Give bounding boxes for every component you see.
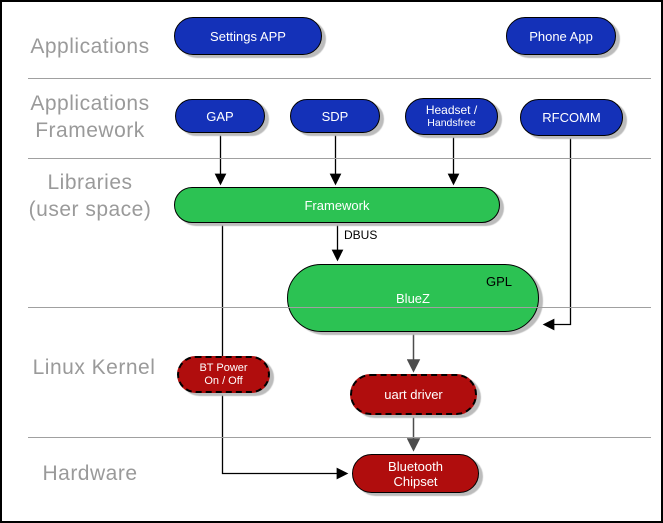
layer-label-libraries-user-space: Libraries (user space) [28, 171, 152, 221]
divider-applications [28, 78, 651, 79]
divider-app-framework [28, 158, 651, 159]
node-headset-handsfree[interactable]: Headset / Handsfree [405, 98, 498, 135]
arrow-framework-to-chipset-via-btpower [221, 223, 349, 480]
node-sublabel: Chipset [393, 473, 438, 489]
layer-label-applications: Applications [14, 33, 166, 60]
node-label: Phone App [529, 28, 593, 44]
node-gap[interactable]: GAP [175, 99, 265, 133]
gpl-tag: GPL [485, 274, 512, 289]
node-label: RFCOMM [542, 110, 601, 125]
node-framework[interactable]: Framework [174, 187, 500, 223]
divider-linux-kernel [28, 437, 651, 438]
node-bluetooth-chipset[interactable]: Bluetooth Chipset [352, 454, 479, 493]
dbus-annotation: DBUS [344, 228, 378, 242]
node-sublabel: Handsfree [427, 116, 476, 129]
node-label: Framework [304, 197, 370, 213]
node-uart-driver[interactable]: uart driver [350, 374, 477, 415]
layer-label-applications-framework: Applications Framework [30, 92, 150, 142]
node-label: Headset / [425, 102, 478, 117]
node-label: Bluetooth [388, 458, 443, 474]
layer-label-hardware: Hardware [42, 462, 138, 485]
node-label: SDP [321, 108, 349, 124]
divider-libraries [28, 307, 651, 308]
node-sublabel: On / Off [204, 374, 243, 387]
node-sdp[interactable]: SDP [290, 99, 380, 133]
node-label: Settings APP [210, 28, 286, 44]
layer-label-linux-kernel: Linux Kernel [32, 356, 156, 379]
node-bluez[interactable]: BlueZ GPL [287, 264, 539, 332]
node-settings-app[interactable]: Settings APP [174, 17, 322, 55]
arrow-rfcomm-to-bluez [542, 136, 572, 331]
node-label: BlueZ [396, 290, 430, 306]
node-phone-app[interactable]: Phone App [506, 17, 616, 55]
node-label: GAP [206, 108, 234, 124]
node-bt-power[interactable]: BT Power On / Off [177, 356, 270, 393]
node-label: BT Power [199, 361, 248, 374]
node-rfcomm[interactable]: RFCOMM [520, 99, 623, 136]
node-label: uart driver [384, 387, 443, 402]
layer-label-text: Applications [30, 35, 150, 58]
